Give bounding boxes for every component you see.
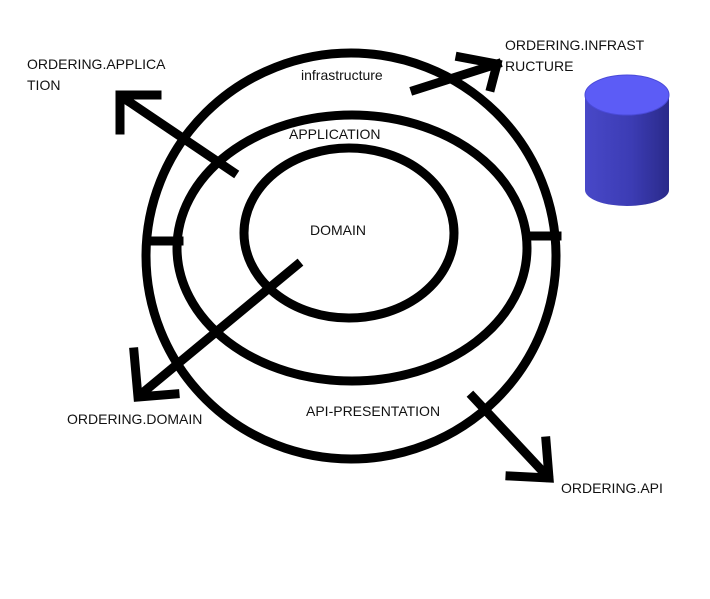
arrow-ordering-infrastructure (409, 51, 503, 96)
label-infrastructure-layer: infrastructure (301, 67, 383, 83)
arrow-ordering-api (466, 390, 554, 483)
inner-ring (239, 143, 459, 323)
label-ordering-domain: ORDERING.DOMAIN (67, 411, 203, 427)
label-ordering-api: ORDERING.API (561, 480, 663, 496)
label-ordering-application: ORDERING.APPLICATION (27, 56, 166, 93)
arrow-ordering-domain (129, 258, 304, 402)
database-cylinder-icon (584, 74, 670, 206)
label-api-presentation-layer: API-PRESENTATION (306, 403, 441, 419)
label-application-layer: APPLICATION (289, 126, 381, 142)
middle-ring (172, 110, 532, 386)
arrow-ordering-application (115, 90, 240, 179)
label-domain-layer: DOMAIN (310, 222, 366, 238)
label-ordering-infrastructure: ORDERING.INFRASTRUCTURE (505, 37, 645, 74)
outer-ring (141, 48, 561, 464)
